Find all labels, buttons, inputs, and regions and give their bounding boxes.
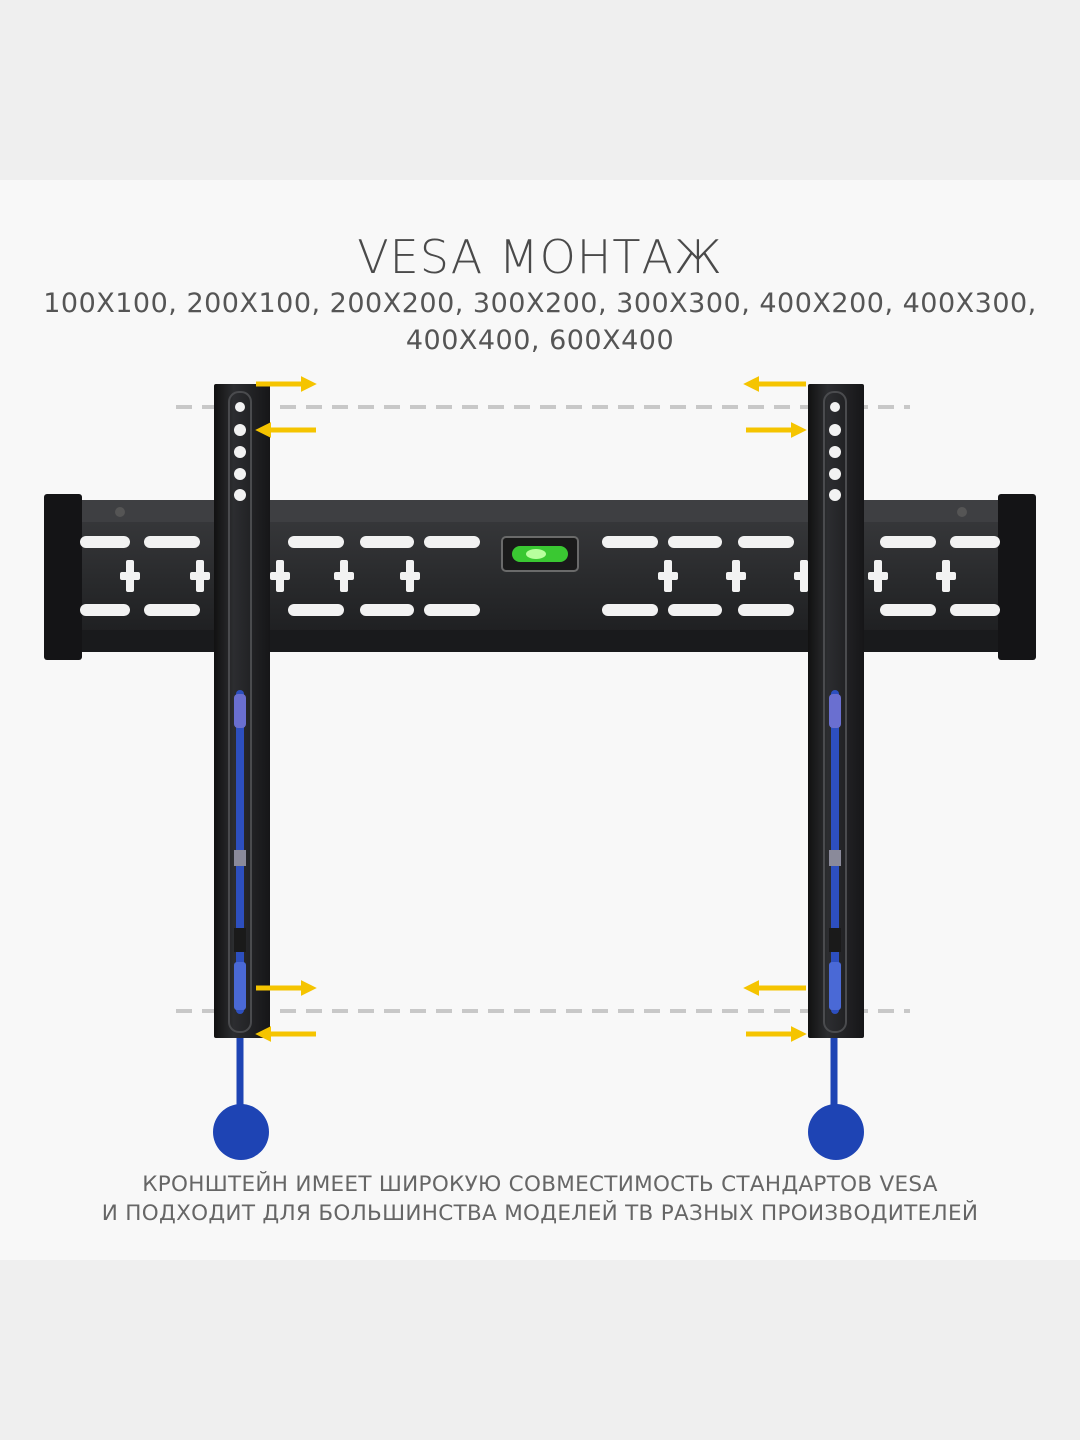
vertical-arm-right — [808, 384, 864, 1160]
vertical-arm-left — [213, 384, 270, 1160]
page-title: VESA МОНТАЖ — [357, 230, 723, 284]
caption-line-2: И ПОДХОДИТ ДЛЯ БОЛЬШИНСТВА МОДЕЛЕЙ ТВ РА… — [101, 1201, 979, 1226]
alignment-guides — [176, 405, 910, 1013]
adjustment-arrows — [255, 375, 807, 1043]
end-cap-right — [998, 494, 1036, 660]
end-cap-left — [44, 494, 82, 660]
product-card — [0, 180, 1080, 1260]
wall-plate — [44, 494, 1036, 660]
caption-line-1: КРОНШТЕЙН ИМЕЕТ ШИРОКУЮ СОВМЕСТИМОСТЬ СТ… — [142, 1172, 938, 1197]
vesa-sizes-line-1: 100X100, 200X100, 200X200, 300X200, 300X… — [43, 288, 1037, 319]
spirit-level-icon — [501, 536, 579, 572]
compatibility-caption: КРОНШТЕЙН ИМЕЕТ ШИРОКУЮ СОВМЕСТИМОСТЬ СТ… — [0, 1170, 1080, 1228]
vesa-sizes-line-2: 400X400, 600X400 — [405, 325, 675, 356]
pull-strap-icon — [808, 1104, 864, 1160]
pull-strap-icon — [213, 1104, 269, 1160]
vesa-sizes: 100X100, 200X100, 200X200, 300X200, 300X… — [20, 285, 1060, 359]
